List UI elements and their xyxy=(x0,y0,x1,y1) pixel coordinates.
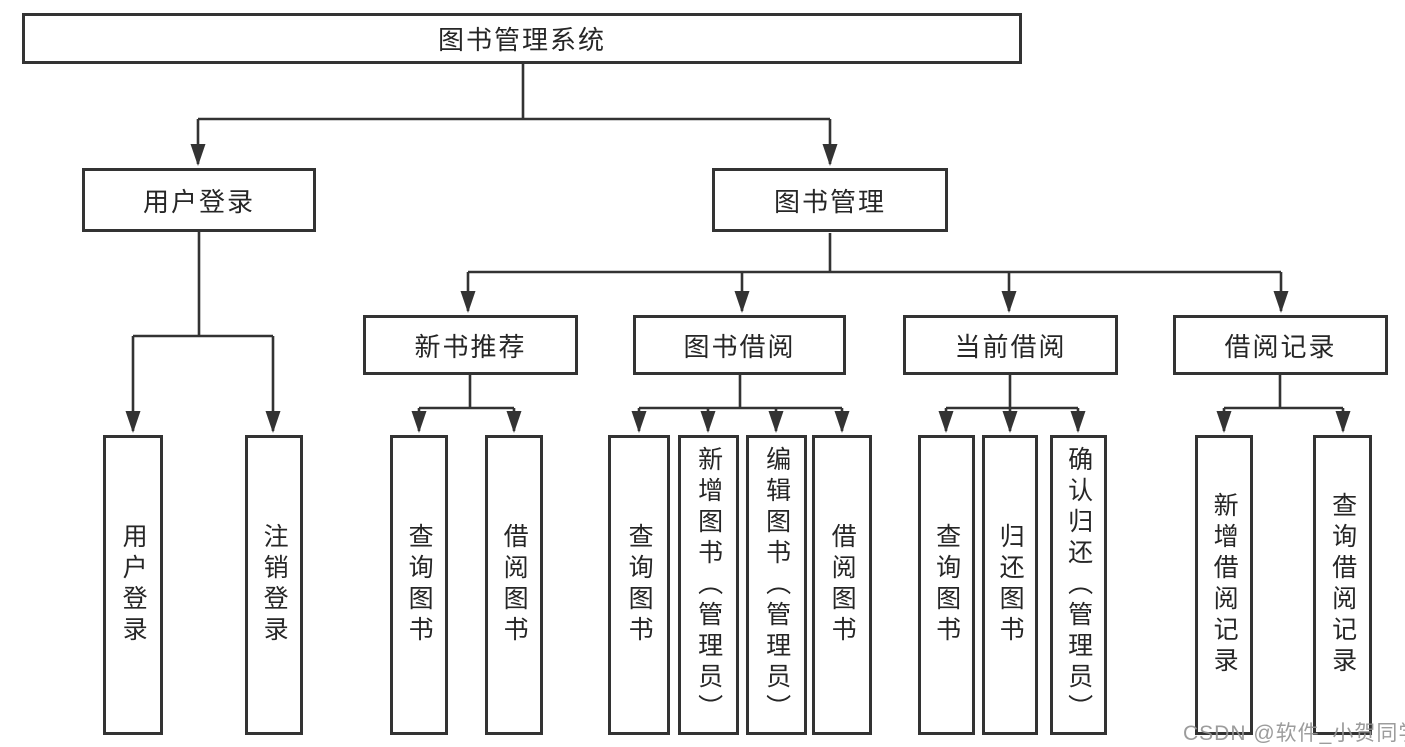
node-user-login: 用户登录 xyxy=(82,168,316,232)
node-label: 借阅图书 xyxy=(828,523,857,647)
node-label: 新增图书（管理员） xyxy=(694,445,723,725)
node-label: 图书管理系统 xyxy=(437,25,606,55)
leaf-confirm-return-admin: 确认归还（管理员） xyxy=(1050,435,1107,735)
leaf-query-books-1: 查询图书 xyxy=(390,435,448,735)
connector-new-book-branch xyxy=(419,375,514,410)
node-label: 借阅图书 xyxy=(500,523,529,647)
connector-borrow-records-branch xyxy=(1224,375,1343,410)
leaf-edit-book-admin: 编辑图书（管理员） xyxy=(746,435,807,735)
node-label: 查询图书 xyxy=(932,523,961,647)
leaf-query-borrow-record: 查询借阅记录 xyxy=(1313,435,1372,735)
node-book-borrow: 图书借阅 xyxy=(633,315,846,375)
node-borrow-records: 借阅记录 xyxy=(1173,315,1388,375)
node-label: 用户登录 xyxy=(142,186,255,217)
connector-root-branch xyxy=(198,64,830,121)
node-label: 编辑图书（管理员） xyxy=(762,445,791,725)
leaf-add-borrow-record: 新增借阅记录 xyxy=(1195,435,1253,735)
node-label: 新书推荐 xyxy=(414,331,527,362)
node-current-borrow: 当前借阅 xyxy=(903,315,1118,375)
leaf-borrow-books-2: 借阅图书 xyxy=(812,435,872,735)
leaf-user-login: 用户登录 xyxy=(103,435,163,735)
connector-user-login-branch xyxy=(133,232,273,338)
node-label: 归还图书 xyxy=(996,523,1025,647)
node-label: 注销登录 xyxy=(260,523,289,647)
node-book-management: 图书管理 xyxy=(712,168,948,232)
node-label: 新增借阅记录 xyxy=(1210,492,1239,678)
node-label: 用户登录 xyxy=(119,523,148,647)
leaf-logout: 注销登录 xyxy=(245,435,303,735)
node-label: 借阅记录 xyxy=(1224,331,1337,362)
node-label: 当前借阅 xyxy=(954,331,1067,362)
node-label: 图书借阅 xyxy=(683,331,796,362)
leaf-add-book-admin: 新增图书（管理员） xyxy=(678,435,739,735)
node-new-book-recommend: 新书推荐 xyxy=(363,315,578,375)
node-label: 查询借阅记录 xyxy=(1328,492,1357,678)
leaf-borrow-books-1: 借阅图书 xyxy=(485,435,543,735)
leaf-return-book: 归还图书 xyxy=(982,435,1038,735)
connector-book-management-branch xyxy=(468,233,1281,274)
csdn-watermark: CSDN @软件_小贺同学 xyxy=(1183,722,1405,745)
connector-book-borrow-branch xyxy=(639,375,842,410)
connector-current-borrow-branch xyxy=(946,375,1078,410)
node-library-management-system: 图书管理系统 xyxy=(22,13,1022,64)
leaf-query-books-3: 查询图书 xyxy=(918,435,975,735)
node-label: 图书管理 xyxy=(773,186,886,217)
leaf-query-books-2: 查询图书 xyxy=(608,435,670,735)
node-label: 查询图书 xyxy=(625,523,654,647)
node-label: 确认归还（管理员） xyxy=(1064,445,1093,725)
node-label: 查询图书 xyxy=(405,523,434,647)
